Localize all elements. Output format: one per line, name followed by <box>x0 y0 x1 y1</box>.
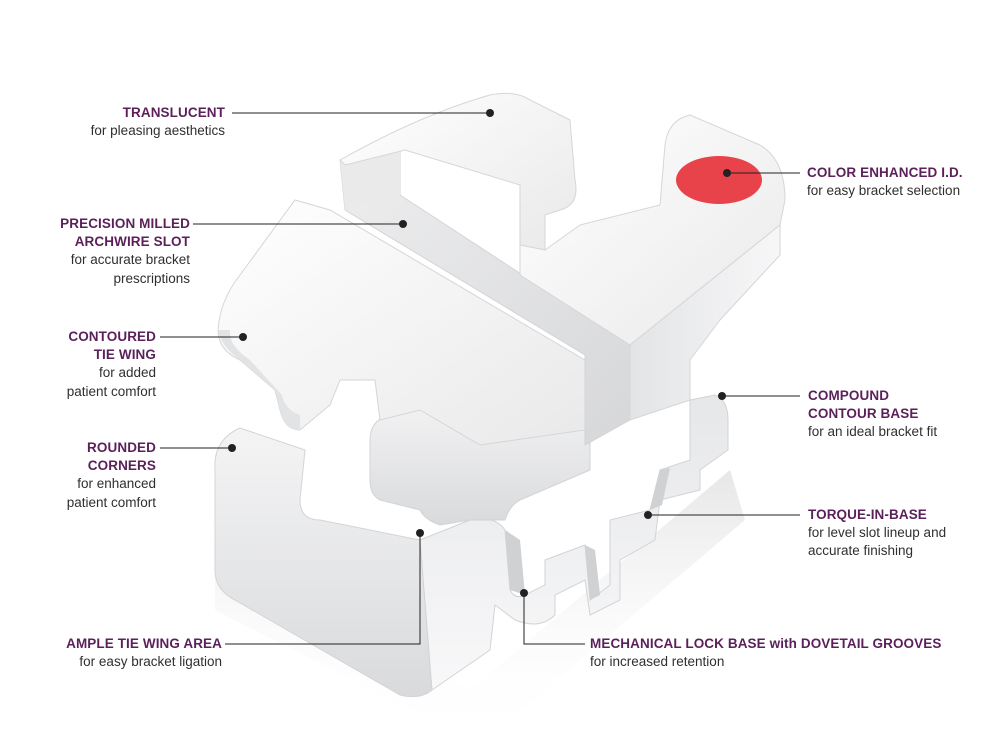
callout-translucent-sub: for pleasing aesthetics <box>90 123 225 139</box>
dot-translucent <box>486 109 494 117</box>
callout-color-id-title: COLOR ENHANCED I.D. <box>807 165 963 180</box>
callout-torque: TORQUE-IN-BASE for level slot lineup and… <box>808 506 946 561</box>
callout-torque-sub-1: for level slot lineup and <box>808 525 947 541</box>
callout-ample: AMPLE TIE WING AREA for easy bracket lig… <box>66 635 222 671</box>
callout-torque-sub-2: accurate finishing <box>808 543 914 559</box>
callout-lock: MECHANICAL LOCK BASE with DOVETAIL GROOV… <box>590 635 941 671</box>
callout-compound-title-2: CONTOUR BASE <box>808 406 919 422</box>
callout-tiewing-sub-1: for added <box>98 365 156 381</box>
callout-translucent: TRANSLUCENT for pleasing aesthetics <box>91 104 225 140</box>
upper-tie-wing <box>217 199 586 446</box>
dot-ample <box>416 529 424 537</box>
callout-tiewing: CONTOURED TIE WING for added patient com… <box>67 328 156 401</box>
bracket-reflection <box>215 470 745 745</box>
callout-lock-title: MECHANICAL LOCK BASE with DOVETAIL GROOV… <box>590 636 942 651</box>
leader-lock <box>523 593 585 645</box>
callout-corners-sub-2: patient comfort <box>66 494 156 510</box>
dot-torque <box>644 511 652 519</box>
color-id-dot <box>676 156 762 204</box>
dot-tiewing <box>239 333 247 341</box>
callout-ample-title: AMPLE TIE WING AREA <box>66 636 222 651</box>
callout-ample-sub: for easy bracket ligation <box>79 654 222 670</box>
dot-lock <box>520 589 528 597</box>
callout-slot-sub-1: for accurate bracket <box>70 252 190 268</box>
callout-compound-sub: for an ideal bracket fit <box>808 424 938 440</box>
callout-translucent-title: TRANSLUCENT <box>122 105 225 120</box>
dot-corners <box>228 444 236 452</box>
leader-dots <box>228 109 731 597</box>
callout-torque-title: TORQUE-IN-BASE <box>808 507 927 522</box>
callout-slot-title-1: PRECISION MILLED <box>60 216 190 231</box>
leader-ample <box>225 533 421 645</box>
callout-color-id-sub: for easy bracket selection <box>807 183 961 199</box>
callout-compound: COMPOUND CONTOUR BASE for an ideal brack… <box>808 387 937 442</box>
callout-slot-title-2: ARCHWIRE SLOT <box>74 234 190 250</box>
callout-tiewing-title-2: TIE WING <box>93 347 156 363</box>
callout-lock-sub: for increased retention <box>590 654 725 670</box>
dot-slot <box>399 220 407 228</box>
callout-corners: ROUNDED CORNERS for enhanced patient com… <box>67 439 156 512</box>
callout-tiewing-title-1: CONTOURED <box>68 329 156 344</box>
callout-color-id: COLOR ENHANCED I.D. for easy bracket sel… <box>807 164 963 200</box>
callout-tiewing-sub-2: patient comfort <box>66 383 156 399</box>
dot-compound <box>718 392 726 400</box>
callout-corners-title-1: ROUNDED <box>87 440 156 455</box>
dot-color-id <box>723 169 731 177</box>
bracket-base <box>214 394 729 698</box>
callout-slot-sub-2: prescriptions <box>113 270 190 286</box>
leader-lines <box>160 112 800 645</box>
callout-corners-title-2: CORNERS <box>87 458 156 474</box>
callout-corners-sub-1: for enhanced <box>77 476 156 492</box>
callout-compound-title-1: COMPOUND <box>808 388 890 403</box>
callout-slot: PRECISION MILLED ARCHWIRE SLOT for accur… <box>60 215 190 288</box>
